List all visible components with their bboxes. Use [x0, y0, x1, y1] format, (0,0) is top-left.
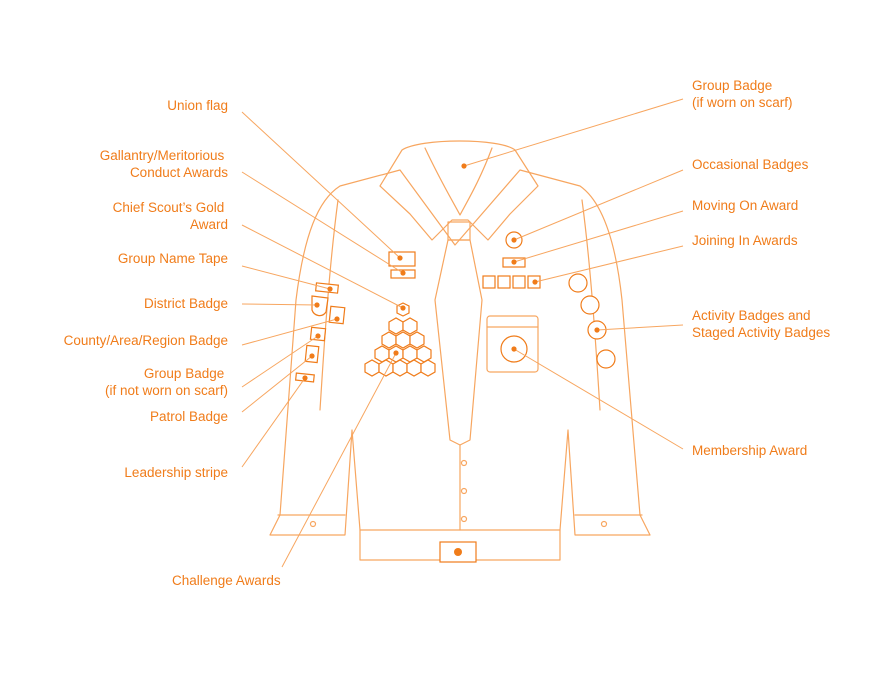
county-badge: [328, 305, 346, 325]
leader-lines: [241, 98, 684, 568]
labels-left: Union flag Gallantry/Meritorious Conduct…: [64, 98, 281, 588]
activity-badge: [596, 349, 616, 369]
svg-text:Occasional Badges: Occasional Badges: [692, 157, 809, 172]
county-badge-label: County/Area/Region Badge: [64, 333, 228, 348]
challenge-award-hex: [388, 317, 404, 335]
svg-text:District Badge: District Badge: [144, 296, 228, 311]
joining-in-awards-label: Joining In Awards: [692, 233, 798, 248]
challenge-award-hex: [420, 359, 436, 377]
group-badge-label: Group Badge: [144, 366, 224, 381]
challenge-award-hex: [381, 331, 397, 349]
challenge-award-hex: [402, 317, 418, 335]
labels-right: Group Badge (if worn on scarf) Occasiona…: [692, 78, 830, 458]
joining-in-award-badge: [482, 275, 496, 289]
svg-text:Chief Scout’s Gold Award: Chief Scout’s Gold Award: [113, 200, 228, 232]
joining-in-award-badge: [512, 275, 526, 289]
membership-award-label: Membership Award: [692, 443, 807, 458]
svg-text:Union flag: Union flag: [167, 98, 228, 113]
group-badge-scarf-label: Group Badge: [692, 78, 772, 93]
svg-text:County/Area/Region Badge: County/Area/Region Badge: [64, 333, 228, 348]
joining-in-award-badge: [497, 275, 511, 289]
svg-text:Joining In Awards: Joining In Awards: [692, 233, 798, 248]
shirt-outline: [269, 140, 651, 563]
activity-badge: [580, 295, 600, 315]
challenge-award-hex: [402, 345, 418, 363]
patrol-badge-label: Patrol Badge: [150, 409, 228, 424]
group-badge-label-line2: (if not worn on scarf): [105, 383, 228, 398]
gallantry-awards-label: Gallantry/Meritorious: [100, 148, 225, 163]
svg-text:Group Name Tape: Group Name Tape: [118, 251, 228, 266]
activity-badges-label-line2: Staged Activity Badges: [692, 325, 830, 340]
svg-text:Patrol Badge: Patrol Badge: [150, 409, 228, 424]
challenge-award-hex: [395, 331, 411, 349]
challenge-award-hex: [409, 331, 425, 349]
svg-text:Challenge Awards: Challenge Awards: [172, 573, 281, 588]
challenge-award-hex: [374, 345, 390, 363]
activity-badges-label: Activity Badges and: [692, 308, 811, 323]
district-badge-label: District Badge: [144, 296, 228, 311]
activity-badge: [568, 273, 588, 293]
challenge-award-hex: [364, 359, 380, 377]
svg-text:Leadership stripe: Leadership stripe: [124, 465, 228, 480]
svg-text:Group Badge (if not worn: Group Badge (if not worn on scarf): [105, 366, 228, 398]
marker-dots: [302, 163, 600, 381]
chief-scout-award-label: Chief Scout’s Gold: [113, 200, 225, 215]
occasional-badges-label: Occasional Badges: [692, 157, 809, 172]
union-flag-label: Union flag: [167, 98, 228, 113]
chief-scout-award-label-line2: Award: [190, 217, 228, 232]
badges: [294, 231, 616, 383]
svg-text:Activity Badges and Stag: Activity Badges and Staged Activity Badg…: [692, 308, 830, 340]
moving-on-award-label: Moving On Award: [692, 198, 798, 213]
svg-text:Moving On Award: Moving On Award: [692, 198, 798, 213]
challenge-awards-label: Challenge Awards: [172, 573, 281, 588]
challenge-award-hex: [416, 345, 432, 363]
svg-text:Group Badge (if worn on: Group Badge (if worn on scarf): [692, 78, 793, 110]
svg-text:Membership Award: Membership Award: [692, 443, 807, 458]
district-badge: [311, 295, 329, 317]
challenge-award-hex: [406, 359, 422, 377]
leadership-stripe-label: Leadership stripe: [124, 465, 228, 480]
challenge-award-hex: [392, 359, 408, 377]
gallantry-awards-label-line2: Conduct Awards: [130, 165, 228, 180]
svg-text:Gallantry/Meritorious Co: Gallantry/Meritorious Conduct Awards: [100, 148, 229, 180]
group-name-tape-label: Group Name Tape: [118, 251, 228, 266]
group-badge-scarf-label-line2: (if worn on scarf): [692, 95, 793, 110]
